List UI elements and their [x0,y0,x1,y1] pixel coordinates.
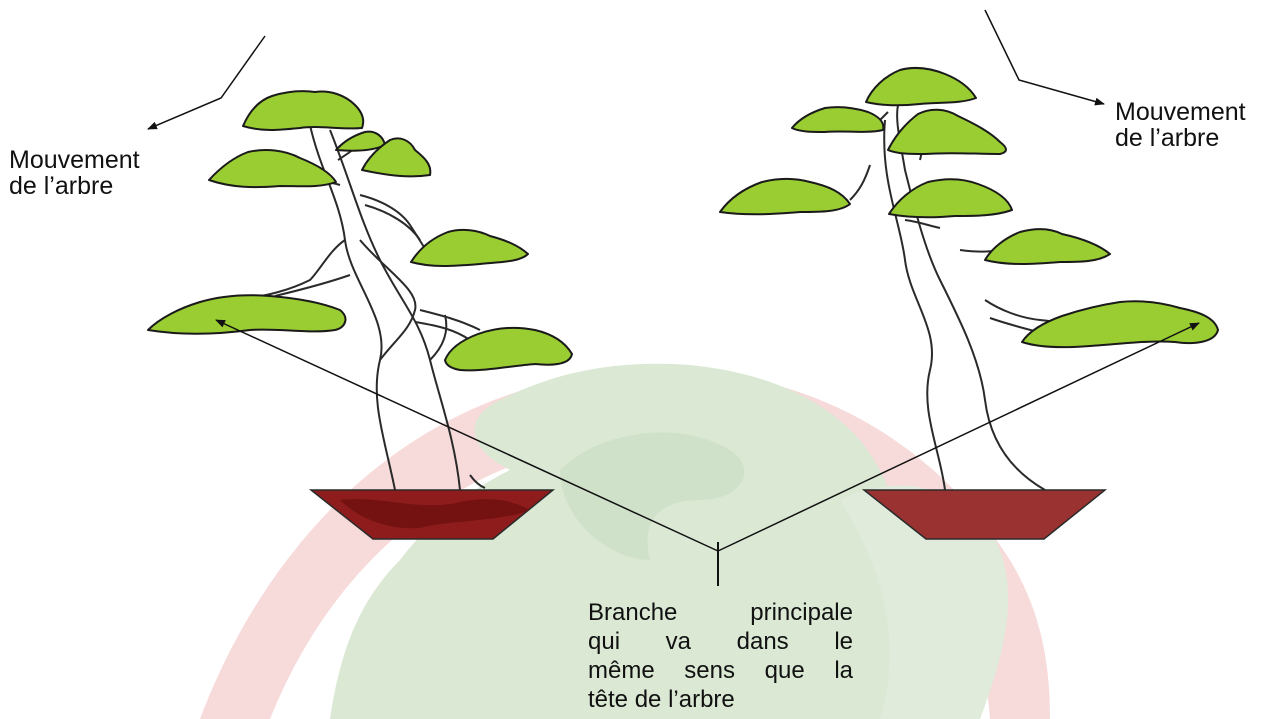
watermark-dark-swirl [560,432,745,560]
left-movement-arrow [147,35,266,130]
right-bonsai [719,66,1219,540]
watermark-green-blob-right [840,485,1009,719]
left-foliage-pad [208,149,337,189]
left-foliage-pad [242,90,365,131]
left-movement-label-line: de l’arbre [9,172,114,200]
pointer-to-left-main-branch [215,319,719,552]
caption-line: Branche principale [588,599,853,626]
right-foliage-pad [791,106,885,133]
right-movement-label-line: Mouvement [1115,98,1246,126]
left-foliage-pad [444,326,573,372]
left-bonsai [147,90,573,540]
right-foliage-pad [865,66,977,107]
right-foliage [719,66,1219,349]
caption-line: tête de l’arbre [588,686,735,713]
left-pot-texture [340,499,530,529]
movement-arrows [147,9,1105,130]
main-branch-pointers [215,319,1200,586]
left-foliage [147,90,573,372]
right-movement-label-line: de l’arbre [1115,124,1220,152]
caption-line: qui va dans le [588,628,853,655]
left-foliage-pad [361,137,432,178]
left-movement-label-line: Mouvement [9,146,140,174]
right-foliage-pad [984,228,1111,265]
right-foliage-pad [719,178,851,216]
left-movement-label: Mouvement de l’arbre [9,147,140,199]
right-movement-arrow [984,9,1105,106]
left-foliage-pad [335,130,386,152]
main-branch-caption: Branche principale qui va dans le même s… [588,598,853,714]
caption-line: même sens que la [588,657,853,684]
right-foliage-pad [1021,300,1219,349]
right-pot-icon [861,489,1108,540]
right-foliage-pad [888,178,1013,219]
left-foliage-pad [410,228,529,267]
watermark-background [200,363,1050,719]
right-foliage-pad [887,108,1007,155]
left-foliage-pad [147,294,347,335]
pointer-to-right-main-branch [717,322,1200,552]
right-movement-label: Mouvement de l’arbre [1115,99,1246,151]
